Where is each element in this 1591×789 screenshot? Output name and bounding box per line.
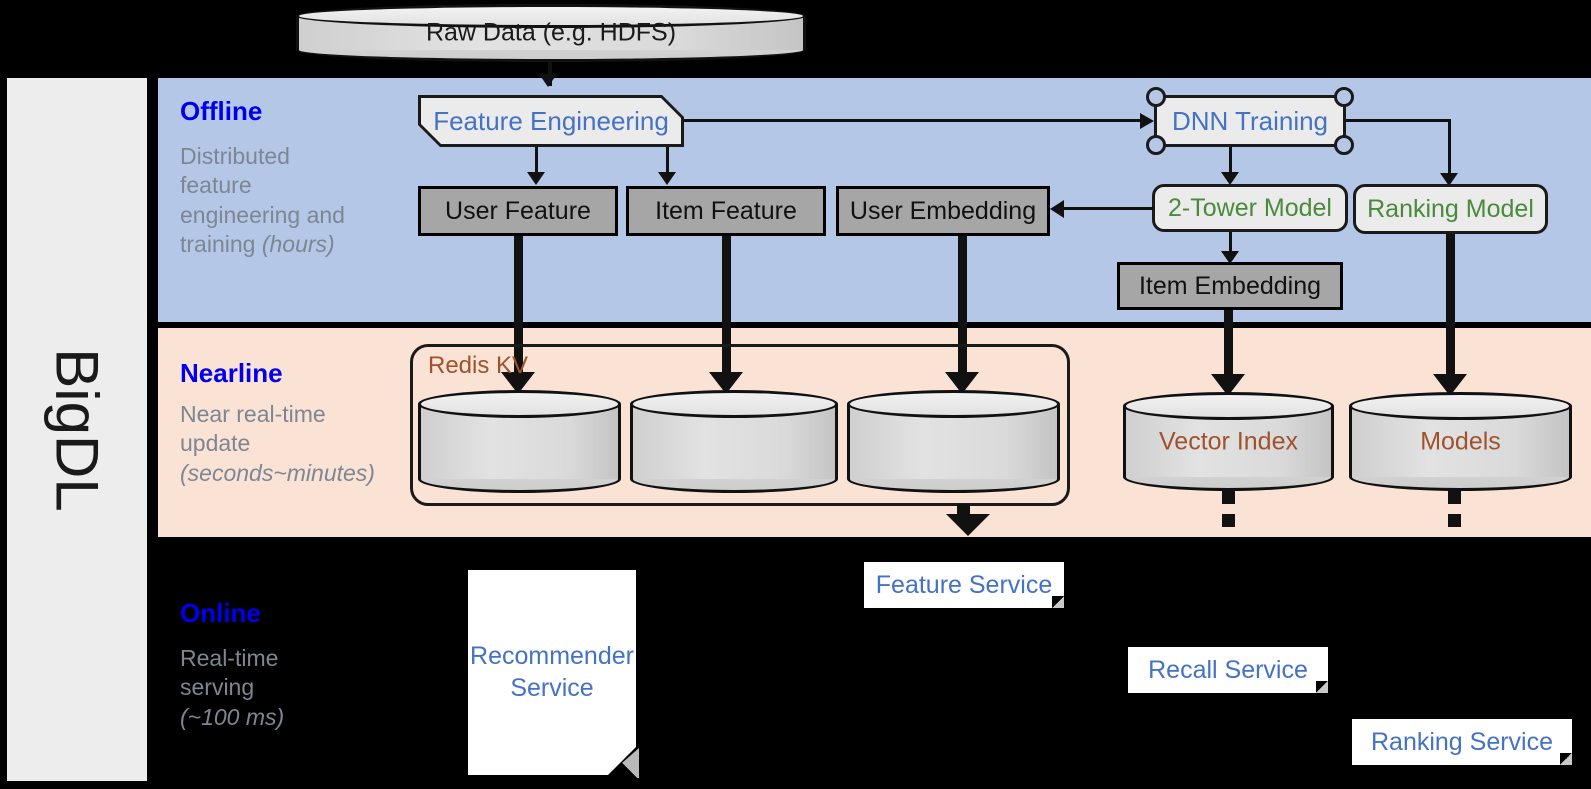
bigdl-framework-rail: BigDL: [7, 78, 147, 781]
recommender-service-label: Recommender Service: [470, 642, 634, 702]
dash-stub-redis-feature-service: [957, 504, 970, 517]
connector-dnn-ranking-h: [1346, 119, 1451, 122]
connector-fe-dnn: [684, 119, 1144, 122]
online-subtitle: Real-time serving (~100 ms): [180, 644, 410, 732]
feature-engineering-box[interactable]: Feature Engineering: [418, 95, 684, 147]
feature-service-card[interactable]: Feature Service: [864, 562, 1064, 608]
vector-index-label: Vector Index: [1159, 427, 1298, 455]
arrowhead-rankingmodel-models: [1433, 374, 1467, 396]
models-label: Models: [1420, 427, 1501, 455]
redis-cylinder-item-feature[interactable]: [630, 390, 838, 493]
pipe-userembedding-redis: [958, 236, 967, 383]
two-tower-model-label: 2-Tower Model: [1168, 193, 1332, 222]
ranking-model-label: Ranking Model: [1367, 194, 1534, 223]
redis-kv-container[interactable]: [410, 344, 1070, 506]
connector-rawdata-fe: [548, 60, 552, 86]
dash-stub-models-1: [1448, 491, 1461, 504]
online-subtitle-em: (~100 ms): [180, 703, 285, 730]
arrowhead-redis-featureservice: [946, 514, 990, 536]
online-title: Online: [180, 598, 261, 628]
pipe-itemembedding-vectorindex: [1224, 310, 1233, 385]
connector-dnn-ranking-v: [1448, 119, 1451, 179]
user-feature-label: User Feature: [445, 196, 591, 225]
connector-fe-itemfeature: [666, 147, 669, 179]
nearline-subtitle-text: Near real-time update: [180, 401, 326, 457]
arrowhead-fe-dnn: [1140, 113, 1154, 129]
connector-fe-userfeature: [535, 147, 538, 179]
arrowhead-dnn-ranking: [1440, 173, 1458, 186]
bigdl-label: BigDL: [43, 347, 111, 512]
user-feature-box[interactable]: User Feature: [418, 186, 618, 236]
arrowhead-itemfeature-redis: [709, 372, 743, 394]
item-embedding-box[interactable]: Item Embedding: [1117, 262, 1343, 310]
dnn-training-label: DNN Training: [1157, 98, 1343, 144]
feature-engineering-label: Feature Engineering: [421, 98, 681, 144]
connector-2tower-userembedding: [1064, 207, 1154, 210]
vector-index-cylinder[interactable]: Vector Index: [1123, 392, 1334, 491]
arrowhead-itemembedding-vectorindex: [1211, 374, 1245, 396]
arrowhead-dnn-2tower: [1221, 172, 1239, 185]
arrowhead-rawdata-fe: [539, 74, 557, 87]
pipe-rankingmodel-models: [1446, 234, 1455, 385]
recall-service-label: Recall Service: [1148, 655, 1308, 684]
redis-cylinder-user-embedding[interactable]: [847, 390, 1060, 493]
connector-dnn-2tower: [1229, 147, 1232, 179]
raw-data-label: Raw Data (e.g. HDFS): [425, 18, 677, 47]
ranking-service-fold-icon: [1560, 753, 1572, 765]
arrowhead-fe-itemfeature: [658, 172, 676, 185]
raw-data-cylinder: Raw Data (e.g. HDFS): [296, 4, 806, 62]
nearline-subtitle-em: (seconds~minutes): [180, 459, 375, 486]
arrowhead-fe-userfeature: [527, 172, 545, 185]
nearline-title: Nearline: [180, 358, 283, 388]
arrowhead-2tower-itemembedding: [1221, 251, 1239, 264]
recall-service-fold-icon: [1316, 681, 1328, 693]
offline-subtitle-em: (hours): [261, 231, 335, 258]
dnn-training-box[interactable]: DNN Training: [1146, 87, 1354, 155]
dash-stub-vector-index-1: [1222, 491, 1235, 504]
item-feature-box[interactable]: Item Feature: [626, 186, 826, 236]
offline-subtitle: Distributed feature engineering and trai…: [180, 142, 390, 260]
ranking-model-box[interactable]: Ranking Model: [1353, 184, 1548, 234]
models-cylinder[interactable]: Models: [1349, 392, 1572, 491]
recommender-service-card[interactable]: Recommender Service: [468, 570, 636, 775]
recall-service-card[interactable]: Recall Service: [1128, 647, 1328, 693]
arrowhead-userembedding-redis: [945, 372, 979, 394]
ranking-service-label: Ranking Service: [1370, 727, 1554, 756]
feature-service-fold-icon: [1052, 596, 1064, 608]
ranking-service-card[interactable]: Ranking Service: [1352, 719, 1572, 765]
two-tower-model-box[interactable]: 2-Tower Model: [1152, 184, 1348, 232]
feature-service-label: Feature Service: [875, 570, 1053, 599]
arrowhead-userfeature-redis: [501, 372, 535, 394]
user-embedding-label: User Embedding: [849, 196, 1037, 225]
online-subtitle-text: Real-time serving: [180, 645, 279, 701]
redis-kv-label: Redis KV: [428, 352, 529, 379]
dash-stub-vector-index-2: [1222, 514, 1235, 527]
arrowhead-2tower-userembedding: [1050, 200, 1064, 218]
connector-2tower-itemembedding: [1229, 232, 1232, 260]
nearline-subtitle: Near real-time update (seconds~minutes): [180, 400, 415, 488]
item-feature-label: Item Feature: [655, 196, 797, 225]
user-embedding-box[interactable]: User Embedding: [836, 186, 1050, 236]
pipe-itemfeature-redis: [722, 236, 731, 383]
offline-title: Offline: [180, 96, 263, 126]
item-embedding-label: Item Embedding: [1138, 271, 1322, 300]
offline-subtitle-text: Distributed feature engineering and trai…: [180, 143, 345, 258]
pipe-userfeature-redis: [514, 236, 523, 383]
redis-cylinder-user-feature[interactable]: [418, 390, 621, 493]
dash-stub-models-2: [1448, 514, 1461, 527]
